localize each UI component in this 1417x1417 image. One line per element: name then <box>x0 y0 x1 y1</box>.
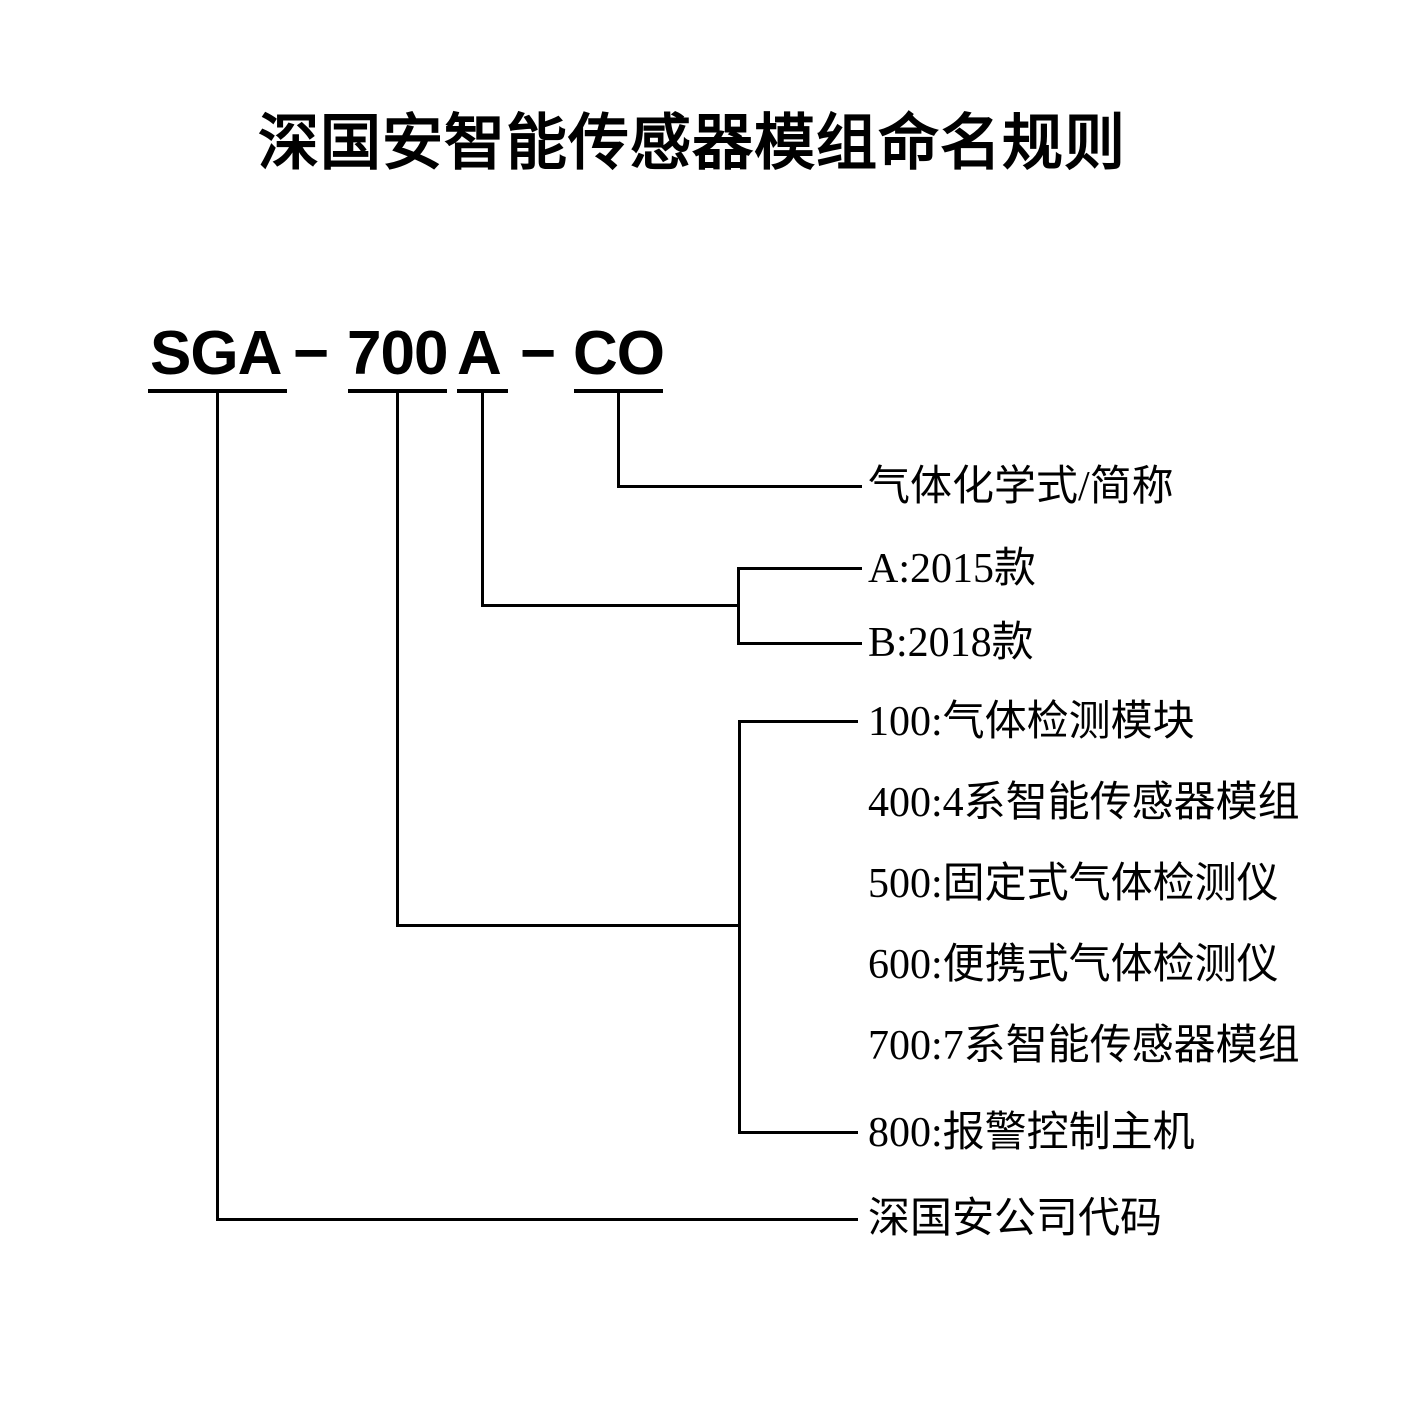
connector-gas-horizontal <box>617 485 862 488</box>
connector-company-stem <box>216 391 219 1221</box>
code-segment-company: SGA <box>150 319 282 388</box>
label-model-2018: B:2018款 <box>868 619 1034 666</box>
connector-version-horizontal <box>481 604 740 607</box>
code-separator-dash: − <box>293 319 329 388</box>
bracket-version-vertical <box>737 567 740 645</box>
connector-series-horizontal <box>396 924 741 927</box>
bracket-version-tick-a <box>737 567 862 570</box>
code-separator-dash: − <box>520 319 556 388</box>
page-title: 深国安智能传感器模组命名规则 <box>257 110 1127 178</box>
bracket-series-tick-100 <box>738 720 858 723</box>
connector-gas-stem <box>617 391 620 488</box>
code-segment-version: A <box>457 319 502 388</box>
connector-version-stem <box>481 391 484 607</box>
connector-company-horizontal <box>216 1218 858 1221</box>
code-segment-series: 700 <box>347 319 448 388</box>
bracket-series-tick-800 <box>738 1131 858 1134</box>
bracket-version-tick-b <box>737 642 862 645</box>
code-segment-gas: CO <box>573 319 665 388</box>
label-series-500: 500:固定式气体检测仪 <box>868 860 1279 907</box>
label-company-code: 深国安公司代码 <box>868 1195 1163 1242</box>
label-series-400: 400:4系智能传感器模组 <box>868 779 1300 826</box>
bracket-series-vertical <box>738 720 741 1134</box>
label-series-700: 700:7系智能传感器模组 <box>868 1022 1300 1069</box>
connector-series-stem <box>396 391 399 927</box>
label-series-100: 100:气体检测模块 <box>868 698 1195 745</box>
label-gas-formula: 气体化学式/简称 <box>868 463 1174 510</box>
label-series-600: 600:便携式气体检测仪 <box>868 941 1279 988</box>
label-model-2015: A:2015款 <box>868 545 1037 592</box>
label-series-800: 800:报警控制主机 <box>868 1109 1195 1156</box>
